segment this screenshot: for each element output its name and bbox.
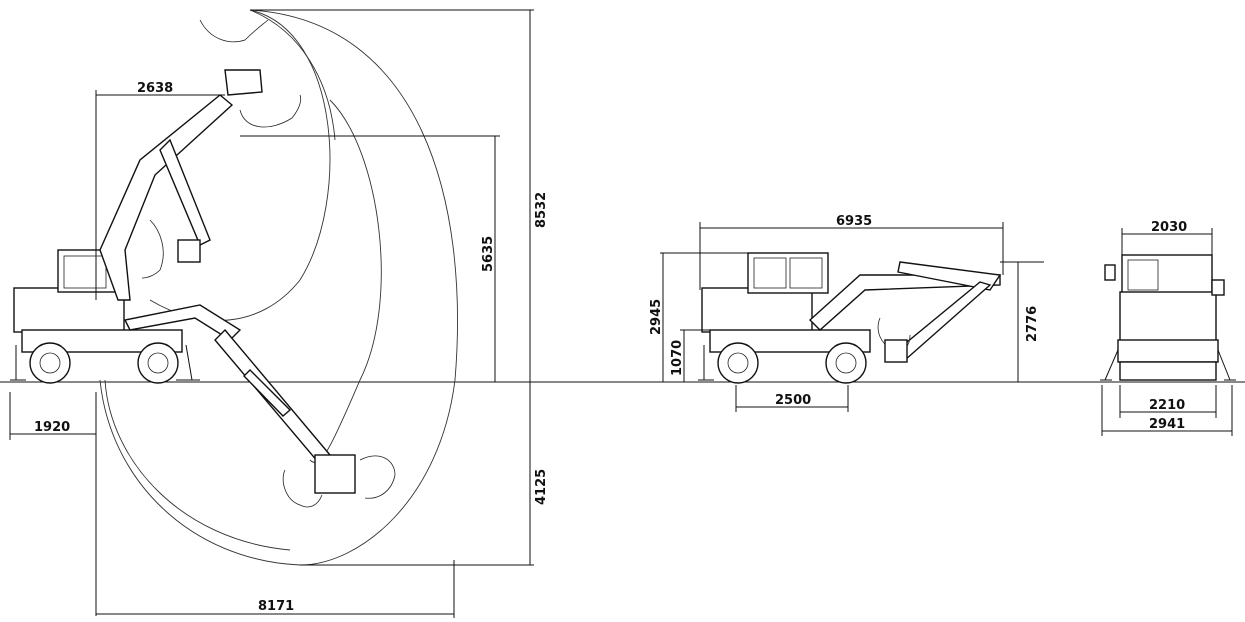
dim-height-2945: 2945 [649,299,664,335]
dim-wheelbase-2500: 2500 [775,393,811,408]
dim-height-8532: 8532 [534,192,549,228]
dim-height-5635: 5635 [481,236,496,272]
reach-envelope-outer [99,9,458,566]
dim-outrigger-2941: 2941 [1149,417,1185,432]
working-range-view: 2638 1920 8171 5635 8532 4125 [9,9,549,618]
dim-clearance-1070: 1070 [670,340,685,376]
dim-reach-2638: 2638 [137,81,173,96]
dim-depth-4125: 4125 [534,469,549,505]
dim-length-6935: 6935 [836,214,872,229]
reach-envelope-lower [104,379,291,551]
transport-view: 6935 2945 1070 2500 2776 [649,214,1044,412]
machine-front [1100,254,1236,381]
dim-rear-1920: 1920 [34,420,70,435]
machine-side-transport [698,252,1002,384]
dim-width-2030: 2030 [1151,220,1187,235]
dim-height-2776: 2776 [1025,306,1040,342]
raised-boom-arm [99,19,302,301]
reach-envelope-upper [249,9,336,141]
dim-reach-8171: 8171 [258,599,294,614]
dim-track-2210: 2210 [1149,398,1185,413]
reach-envelope-mid [309,99,382,463]
lowered-boom-arm [123,304,396,508]
machine-side-working [10,249,200,384]
front-view: 2030 2210 2941 [1100,220,1236,436]
